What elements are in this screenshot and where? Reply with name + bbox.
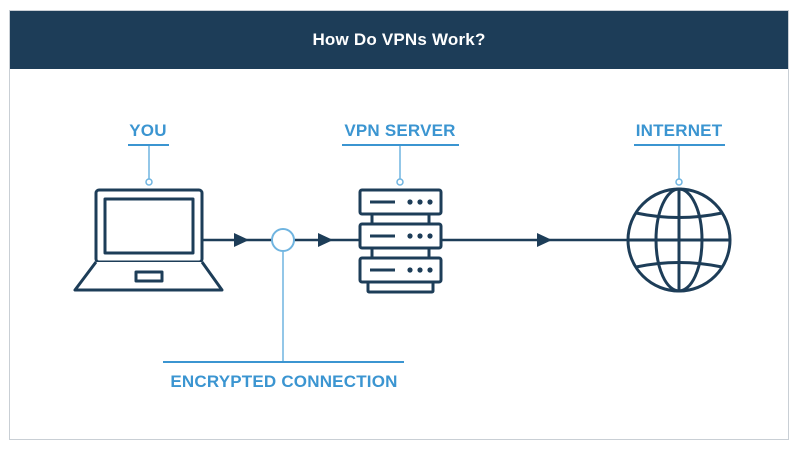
globe-icon <box>626 187 732 293</box>
label-underlines <box>128 144 725 363</box>
vpn-server-label: VPN SERVER <box>344 121 456 140</box>
you-label: YOU <box>129 121 167 140</box>
arrow-icon <box>318 233 333 247</box>
server-icon <box>358 188 443 294</box>
arrow-icon <box>537 233 552 247</box>
laptop-icon <box>73 188 224 292</box>
vpn-server-callout-dot <box>396 178 404 186</box>
header-bar: How Do VPNs Work? <box>10 11 788 69</box>
internet-label: INTERNET <box>635 121 723 140</box>
arrows <box>234 233 552 247</box>
you-callout-dot <box>145 178 153 186</box>
node-circle-icon <box>271 228 295 252</box>
arrow-icon <box>234 233 249 247</box>
internet-callout-dot <box>675 178 683 186</box>
page-title: How Do VPNs Work? <box>312 30 486 49</box>
callout-lines <box>145 146 683 361</box>
encrypted-connection-label: ENCRYPTED CONNECTION <box>170 372 398 391</box>
